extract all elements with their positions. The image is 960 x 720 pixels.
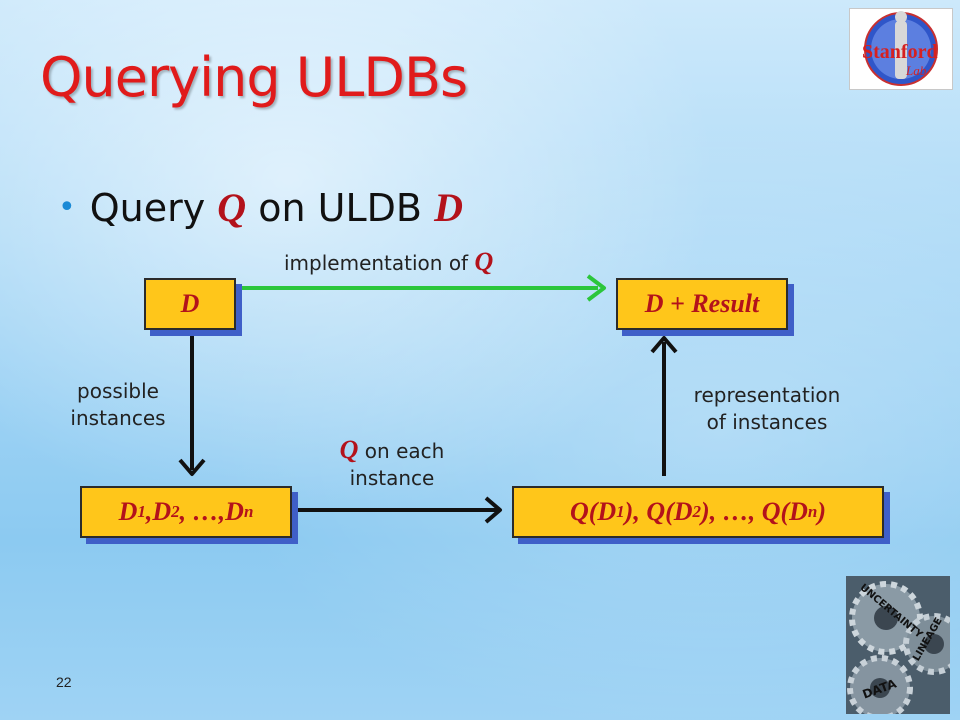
bullet-dot-icon: •	[58, 190, 76, 225]
logo-sub: Lab	[906, 63, 927, 78]
bullet-text-pre: Query	[89, 186, 218, 230]
bullet-d: D	[434, 185, 463, 230]
logo-text: Stanford	[862, 41, 938, 63]
stanford-lab-logo: i Stanford Lab	[849, 8, 953, 90]
slide-title: Querying ULDBs	[40, 46, 468, 109]
bullet-item: • Query Q on ULDB D	[58, 184, 463, 231]
label-possible-instances: possible instances	[70, 379, 166, 430]
box-d: D	[144, 278, 236, 330]
box-d-result: D + Result	[616, 278, 788, 330]
arrowhead-possible-instances	[178, 458, 206, 476]
label-q-on-each: Q on each instance	[339, 435, 445, 490]
label-representation: representation of instances	[693, 383, 841, 434]
arrowhead-q-each	[484, 496, 502, 524]
label-implementation: implementation of Q	[284, 247, 494, 276]
bullet-q: Q	[217, 185, 247, 230]
bullet-text-mid: on ULDB	[246, 186, 435, 230]
slide-number: 22	[56, 674, 72, 690]
arrowhead-implementation	[586, 274, 606, 302]
gears-image: UNCERTAINTY LINEAGE DATA	[846, 576, 950, 714]
arrowhead-representation	[650, 336, 678, 354]
